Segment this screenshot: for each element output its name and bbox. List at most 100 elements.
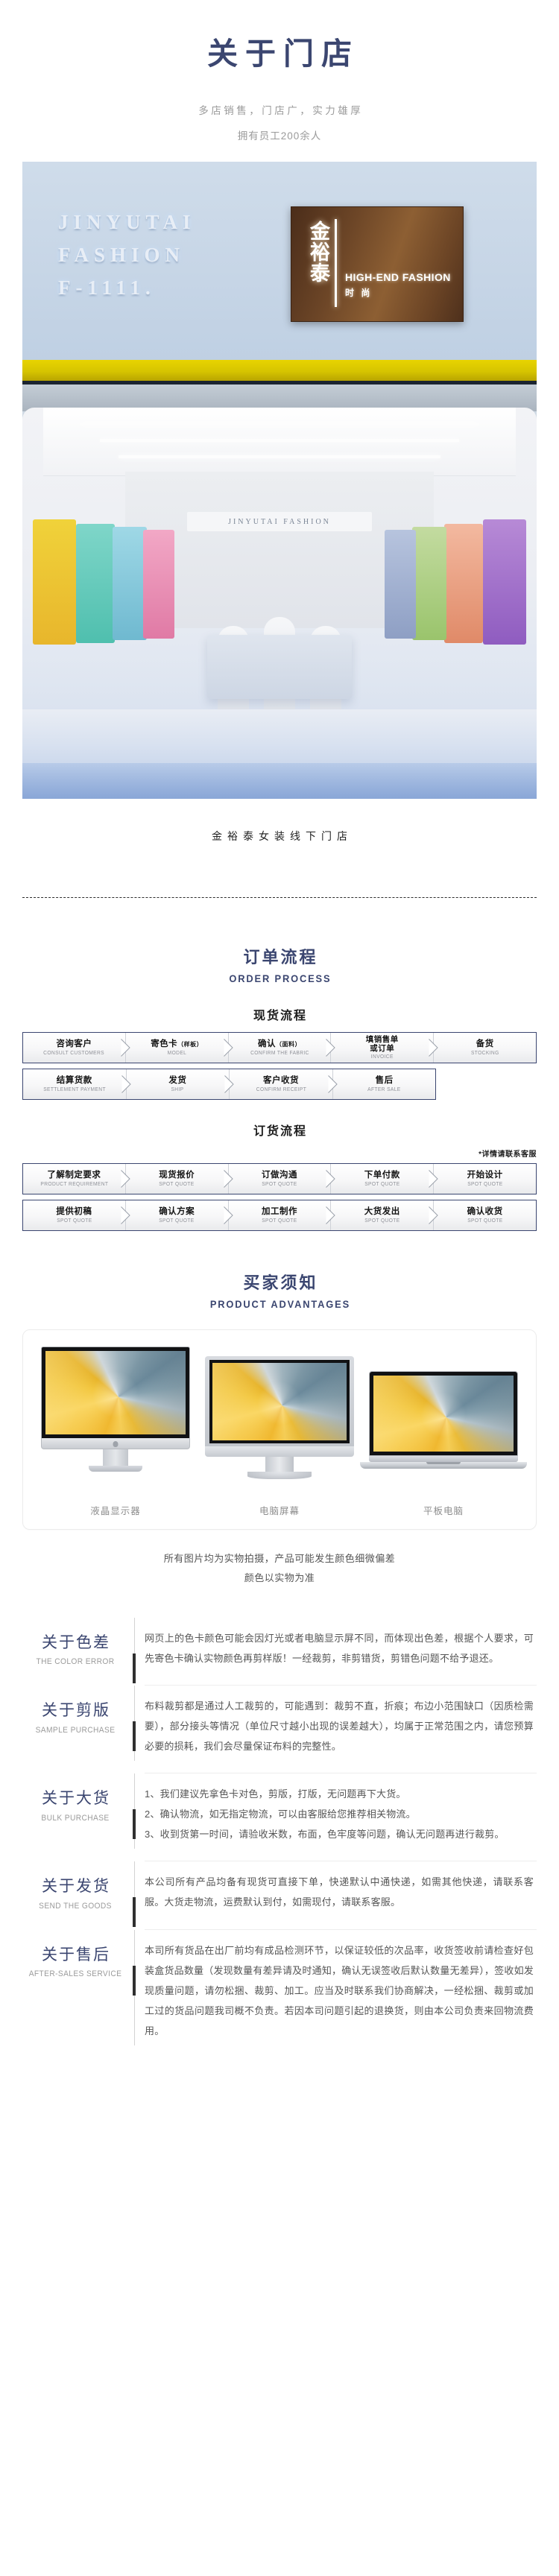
flow-step[interactable]: 确认（面料）CONFIRM THE FABRIC: [228, 1033, 336, 1063]
faq-rule: [128, 1618, 142, 1684]
buyer-notice-heading-en: PRODUCT ADVANTAGES: [209, 1298, 351, 1311]
device-monitor: 电脑屏幕: [205, 1356, 354, 1517]
flow-step-label-en: INVOICE: [370, 1054, 394, 1060]
flow-step-label-cn: 确认方案: [159, 1207, 195, 1217]
chevron-right-icon: [224, 1075, 234, 1094]
order-process-heading-en: ORDER PROCESS: [229, 972, 332, 985]
hero-section: 关于门店 多店销售，门店广，实力雄厚 拥有员工200余人: [0, 0, 559, 142]
faq-heading-cn: 关于发货: [42, 1878, 110, 1896]
flow-step-label-cn: 提供初稿: [56, 1207, 92, 1217]
ceiling: [42, 408, 517, 477]
device-imac: 液晶显示器: [41, 1346, 190, 1517]
monitor-chin: [205, 1446, 354, 1458]
brand-divider: [335, 219, 337, 308]
device-label-0: 液晶显示器: [90, 1506, 141, 1517]
chevron-right-icon: [223, 1039, 233, 1057]
faq-accent-tick: [133, 1809, 136, 1840]
monitor-bezel: [205, 1356, 354, 1447]
dark-trim-line: [22, 381, 537, 385]
flow-step-label-cn: 确认（面料）: [257, 1039, 301, 1049]
brand-tagline-cn: 时 尚: [345, 288, 373, 299]
storefront-sign-text: JINYUTAI FASHION F-1111.: [58, 206, 196, 304]
flow-step-label-en: SPOT QUOTE: [159, 1218, 195, 1224]
flow-step-label-en: AFTER SALE: [367, 1087, 401, 1093]
faq-rule: [128, 1773, 142, 1849]
flow-step[interactable]: 开始设计 SPOT QUOTE: [434, 1164, 536, 1194]
hero-subtitle-1: 多店销售，门店广，实力雄厚: [198, 105, 364, 117]
sign-line-2: FASHION: [58, 243, 186, 266]
faq-separator: [145, 1685, 537, 1686]
faq-heading-en: THE COLOR ERROR: [36, 1657, 115, 1667]
faq-paragraph: 网页上的色卡颜色可能会因灯光或者电脑显示屏不同，而体现出色差，根据个人要求，可先…: [145, 1633, 534, 1665]
devices-note-line-1: 所有图片均为实物拍摄，产品可能发生颜色细微偏差: [163, 1553, 396, 1565]
flow-step-label-en: SPOT QUOTE: [467, 1182, 503, 1188]
garment-rack: [384, 530, 416, 639]
laptop-bezel: [369, 1371, 518, 1457]
faq-rule: [128, 1686, 142, 1762]
buyer-notice-heading: 买家须知 PRODUCT ADVANTAGES: [0, 1270, 559, 1310]
chevron-right-icon: [429, 1039, 438, 1057]
page-title: 关于门店: [207, 37, 359, 71]
monitor-inner-bezel: [209, 1360, 350, 1444]
flow-step-label-en: SPOT QUOTE: [467, 1218, 503, 1224]
monitor-stand-neck: [265, 1457, 294, 1472]
garment-rack: [32, 519, 76, 645]
faq-heading-en: BULK PURCHASE: [41, 1813, 110, 1823]
chevron-right-icon: [326, 1039, 336, 1057]
faq-heading-cn: 关于剪版: [42, 1702, 110, 1720]
store-interior: JINYUTAI FASHION: [22, 408, 537, 800]
garment-rack: [143, 530, 175, 639]
monitor-screen-fabric-image: [212, 1363, 347, 1441]
faq-paragraph: 本司所有货品在出厂前均有成品检测环节，以保证较低的次品率，收货签收前请检查好包装…: [145, 1944, 534, 2037]
chevron-right-icon: [120, 1170, 130, 1189]
garment-rack: [112, 527, 147, 641]
buyer-notice-section: 买家须知 PRODUCT ADVANTAGES 液晶显示器: [0, 1270, 559, 1588]
flow-step-label-cn: 现货报价: [159, 1171, 195, 1180]
chevron-right-icon: [223, 1206, 233, 1225]
faq-accent-tick: [133, 1897, 136, 1928]
device-label-2: 平板电脑: [423, 1506, 464, 1517]
chevron-right-icon: [120, 1039, 130, 1057]
flow-step-label-cn: 结算货款: [56, 1076, 92, 1086]
spot-flow-title: 现货流程: [253, 1010, 307, 1023]
flow-step-label-en: SETTLEMENT PAYMENT: [42, 1087, 106, 1093]
floor-reflection: [22, 763, 537, 800]
faq-paragraph: 布料裁剪都是通过人工裁剪的，可能遇到：裁剪不直，折痕；布边小范围缺口（因质检需要…: [145, 1700, 534, 1753]
sign-line-3: F-1111.: [58, 276, 156, 299]
flow-step-label-cn: 开始设计: [467, 1171, 503, 1180]
device-laptop: 平板电脑: [360, 1371, 527, 1517]
flow-step-label-en: SPOT QUOTE: [364, 1218, 400, 1224]
order-flow-note: *详情请联系客服: [479, 1151, 537, 1159]
faq-body: 网页上的色卡颜色可能会因灯光或者电脑显示屏不同，而体现出色差，根据个人要求，可先…: [142, 1628, 537, 1668]
flow-step[interactable]: 寄色卡（样板）MODEL: [125, 1033, 233, 1063]
flow-step-label-cn: 填销售单或订单: [365, 1034, 399, 1053]
faq-list-item: 1、我们建议先拿色卡对色，剪版，打版，无问题再下大货。: [145, 1788, 406, 1800]
chevron-right-icon: [326, 1206, 336, 1225]
faq-numbered-list: 1、我们建议先拿色卡对色，剪版，打版，无问题再下大货。2、确认物流，如无指定物流…: [145, 1784, 534, 1844]
devices-row: 液晶显示器 电脑屏幕: [34, 1346, 527, 1517]
